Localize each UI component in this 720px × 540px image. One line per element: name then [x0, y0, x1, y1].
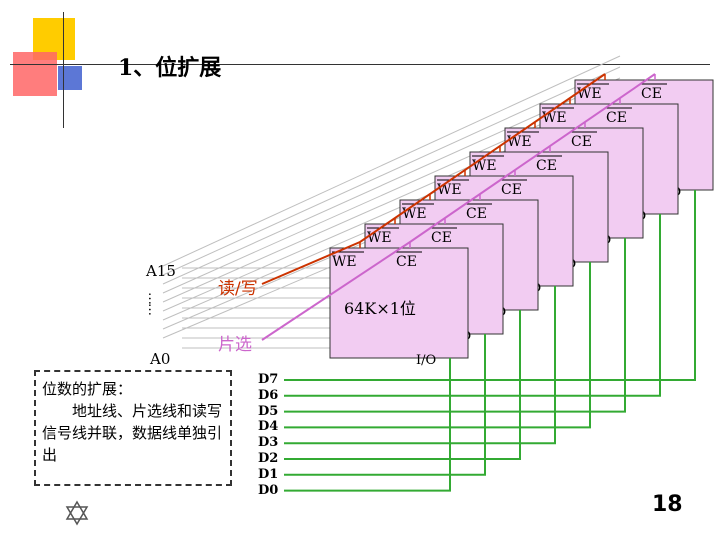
ce-pin-label: CE	[466, 206, 487, 222]
read-write-line	[261, 73, 606, 285]
deco-vertical-line	[63, 12, 64, 128]
data-bit-label: D1	[258, 466, 279, 482]
io-pin-label: I/O	[416, 353, 436, 368]
data-line	[284, 358, 451, 492]
data-bit-label: D7	[258, 372, 279, 387]
we-pin-label: WE	[332, 254, 357, 270]
deco-horizontal-line	[10, 64, 710, 65]
we-pin-label: WE	[367, 230, 392, 246]
we-pin-label: WE	[577, 86, 602, 102]
note-body: 地址线、片选线和读写信号线并联，数据线单独引出	[42, 402, 223, 464]
data-bit-label: D0	[258, 482, 279, 498]
data-bit-label: D4	[258, 419, 279, 435]
note-heading: 位数的扩展：	[42, 380, 133, 398]
control-lines	[261, 73, 656, 341]
we-pin-label: WE	[437, 182, 462, 198]
address-a15-label: A15	[146, 262, 176, 280]
front-chip-capacity: 64K×1位	[344, 299, 416, 318]
address-line	[162, 66, 621, 276]
ce-pin-label: CE	[501, 182, 522, 198]
ce-pin-label: CE	[606, 110, 627, 126]
ce-pin-label: CE	[536, 158, 557, 174]
data-lines	[284, 190, 696, 492]
page-number: 18	[652, 492, 683, 517]
ce-pin-label: CE	[641, 86, 662, 102]
we-pin-label: WE	[402, 206, 427, 222]
data-line	[284, 286, 556, 445]
address-line	[162, 55, 621, 267]
we-pin-label: WE	[472, 158, 497, 174]
star-icon	[65, 500, 89, 526]
data-bus-labels: D7 D6 D5 D4 D3 D2 D1 D0	[258, 372, 278, 498]
we-pin-label: WE	[542, 110, 567, 126]
ce-pin-label: CE	[396, 254, 417, 270]
data-line	[284, 214, 661, 397]
read-write-label: 读/写	[218, 279, 258, 299]
address-a0-label: A0	[150, 350, 171, 368]
memory-chips: WECEI/OWECEI/OWECEI/OWECEI/OWECEI/OWECEI…	[329, 74, 714, 368]
bit-expansion-note: 位数的扩展： 地址线、片选线和读写信号线并联，数据线单独引出	[34, 370, 232, 486]
ce-pin-label: CE	[571, 134, 592, 150]
data-bit-label: D5	[258, 403, 279, 419]
data-bit-label: D2	[258, 450, 279, 466]
data-bit-label: D6	[258, 387, 279, 403]
data-line	[284, 190, 696, 381]
slide-title: 1、位扩展	[118, 55, 222, 81]
chip-select-label: 片选	[218, 335, 252, 355]
memory-chip	[329, 247, 469, 359]
chip-select-line	[261, 73, 656, 341]
data-line	[284, 238, 626, 413]
ce-pin-label: CE	[431, 230, 452, 246]
deco-red-square	[13, 52, 57, 96]
data-line	[284, 262, 591, 429]
we-pin-label: WE	[507, 134, 532, 150]
data-bit-label: D3	[258, 435, 279, 451]
address-ellipsis: ……	[145, 292, 160, 314]
data-line	[284, 310, 521, 460]
deco-blue-square	[58, 66, 82, 90]
